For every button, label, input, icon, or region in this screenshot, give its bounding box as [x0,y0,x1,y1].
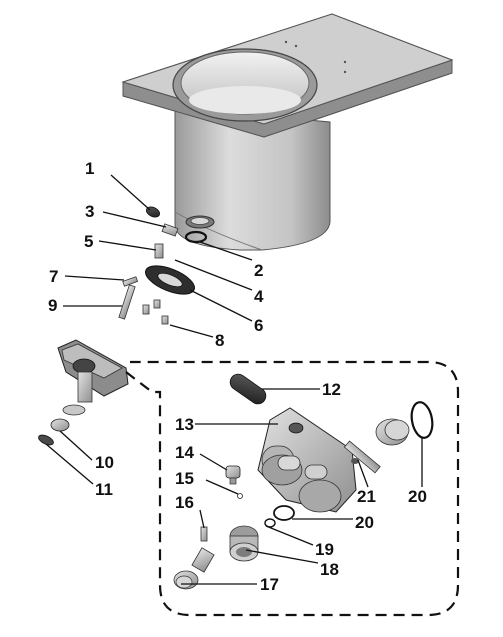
part-18-sleeve [229,525,259,562]
part-4-gasket [145,265,195,295]
part-20-oring-small [273,505,295,521]
callout-19: 19 [315,540,334,559]
part-14-screw [225,465,241,485]
callout-5: 5 [84,232,93,251]
callout-numbers: 1 2 3 4 5 6 7 8 9 10 11 12 13 14 15 16 1… [48,159,427,594]
callout-20-lower: 20 [355,513,374,532]
part-20-oring-large [410,401,434,439]
part-7-screw [122,276,139,287]
part-13-valve-body [257,407,359,513]
part-9-rod [118,284,136,320]
callout-18: 18 [320,560,339,579]
part-15-ball [237,493,243,499]
callout-7: 7 [49,267,58,286]
part-21-piston [343,418,410,474]
part-8-pin [161,315,169,325]
callout-10: 10 [95,453,114,472]
callout-6: 6 [254,316,263,335]
callout-1: 1 [85,159,94,178]
callout-20-upper: 20 [408,487,427,506]
callout-2: 2 [254,261,263,280]
part-screws-small [142,299,161,315]
callout-15: 15 [175,469,194,488]
part-5-fitting [154,243,164,259]
callout-17: 17 [260,575,279,594]
callout-8: 8 [215,331,224,350]
callout-13: 13 [175,415,194,434]
part-16-pin [200,526,208,542]
callout-4: 4 [254,287,264,306]
part-12-plug [229,373,267,405]
part-11-knob [38,434,54,446]
part-17-stem [173,547,215,590]
valve-assembly [57,339,129,416]
part-2-oring [184,230,208,244]
callout-14: 14 [175,443,194,462]
part-10-valve-seat [50,418,70,432]
vessel-body [121,13,454,251]
callout-21: 21 [357,487,376,506]
callout-9: 9 [48,296,57,315]
callout-16: 16 [175,493,194,512]
callout-11: 11 [95,480,113,499]
part-3-insert [161,223,179,237]
leader-lines [45,174,423,585]
callout-3: 3 [85,202,94,221]
callout-12: 12 [322,380,341,399]
